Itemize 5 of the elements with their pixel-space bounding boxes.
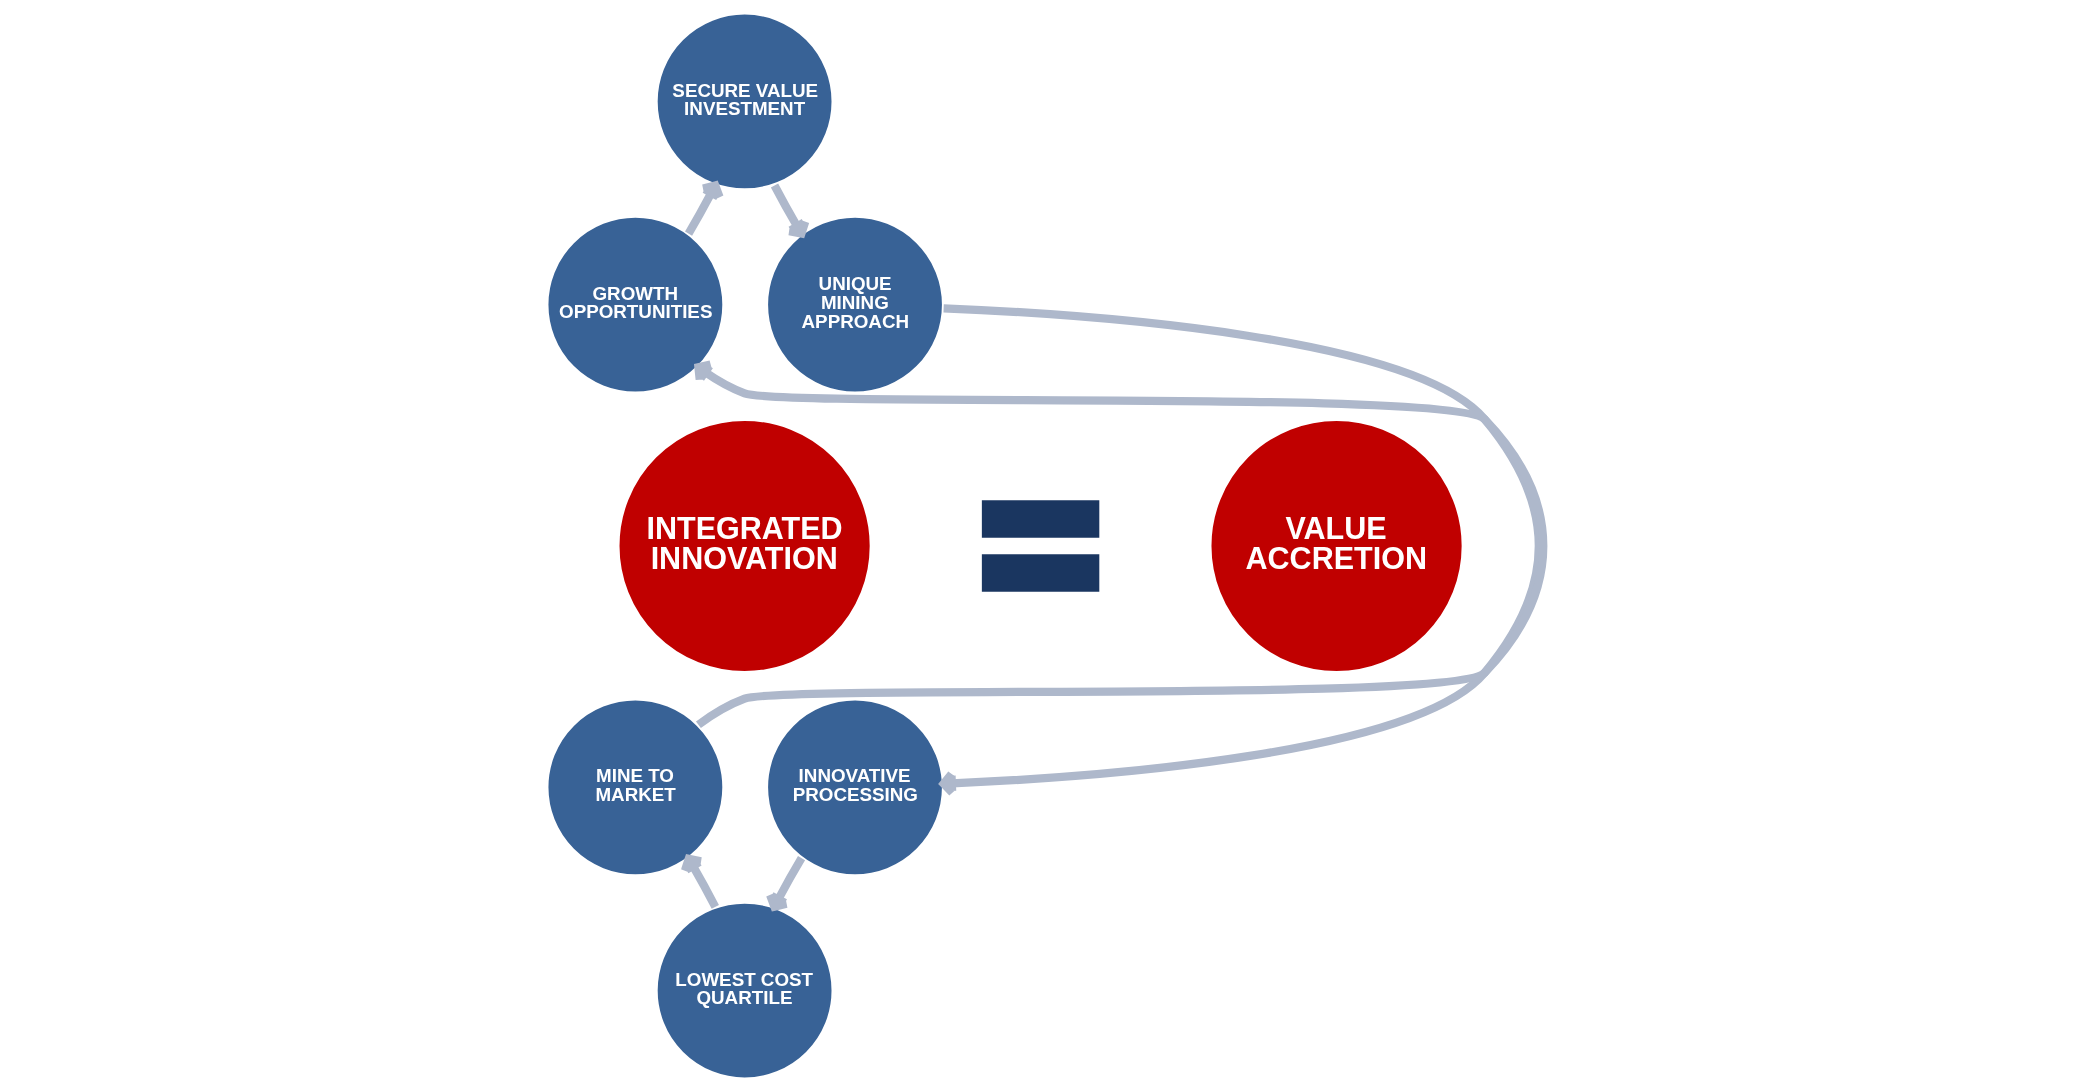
arrow: [685, 181, 724, 236]
arrow: [680, 854, 719, 909]
arrow: [766, 856, 806, 911]
arrow: [770, 183, 810, 238]
arrow: [694, 360, 1547, 729]
